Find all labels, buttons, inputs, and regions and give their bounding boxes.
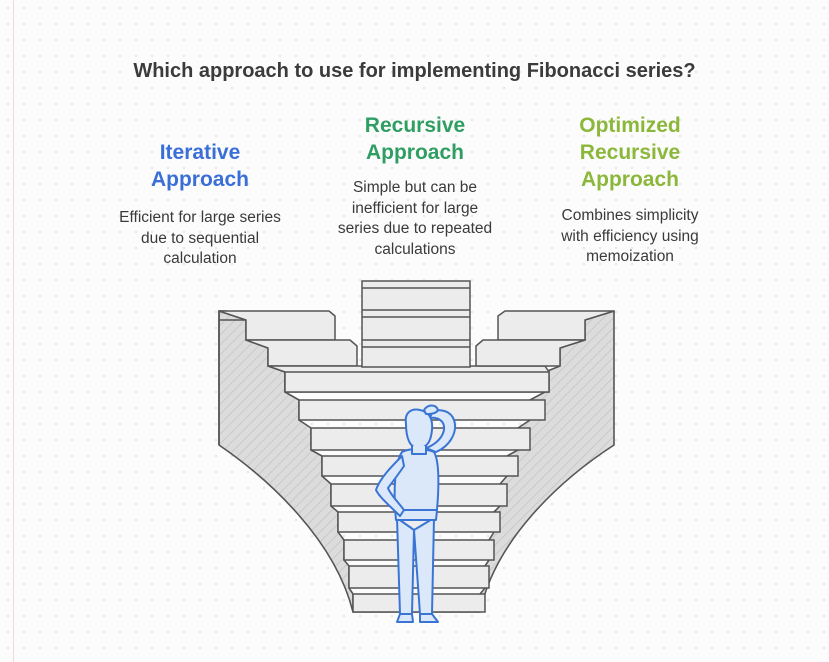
option-iterative: Iterative Approach Efficient for large s… [100,139,300,270]
option-optimized-title: Optimized Recursive Approach [530,112,730,193]
option-recursive-title: Recursive Approach [315,112,515,166]
option-iterative-title-line: Approach [150,168,249,191]
person-foot-right [419,613,439,623]
option-recursive: Recursive Approach Simple but can be ine… [315,112,515,260]
option-iterative-title-line: Iterative [159,141,241,164]
tower-block [361,280,471,368]
option-optimized-description: Combines simplicity with efficiency usin… [530,206,730,268]
option-iterative-title: Iterative Approach [100,139,300,193]
option-recursive-title-line: Recursive [364,114,466,137]
option-optimized-description-line: Combines simplicity [561,207,699,224]
option-recursive-description: Simple but can be inefficient for large … [315,178,515,260]
option-optimized: Optimized Recursive Approach Combines si… [530,112,730,268]
page-title: Which approach to use for implementing F… [133,60,696,82]
step-4 [284,371,550,393]
option-optimized-title-line: Approach [580,168,679,191]
option-iterative-description-line: calculation [163,250,237,267]
margin-line [13,0,14,662]
option-optimized-description-line: memoization [586,248,674,265]
thinking-person-icon [375,404,456,623]
option-optimized-title-line: Recursive [579,141,681,164]
option-recursive-title-line: Approach [365,141,464,164]
option-recursive-description-line: calculations [374,240,456,258]
center-tower [361,280,471,368]
right-steps [475,310,615,367]
option-recursive-description-line: series due to repeated [337,220,493,237]
person-head [404,408,434,449]
person-foot-left [396,613,414,623]
person-hip-arm [375,455,405,517]
option-optimized-description-line: with efficiency using [561,227,699,245]
option-iterative-description: Efficient for large series due to sequen… [100,208,300,270]
option-iterative-description-line: Efficient for large series [119,209,281,226]
option-recursive-description-line: Simple but can be [352,179,478,196]
person-leg-left [396,517,415,615]
option-optimized-title-line: Optimized [579,114,681,137]
person-hand [423,404,439,415]
option-iterative-description-line: due to sequential [140,229,260,247]
option-recursive-description-line: inefficient for large [351,199,479,217]
step-right-2 [475,339,586,367]
person-neck [411,445,427,455]
